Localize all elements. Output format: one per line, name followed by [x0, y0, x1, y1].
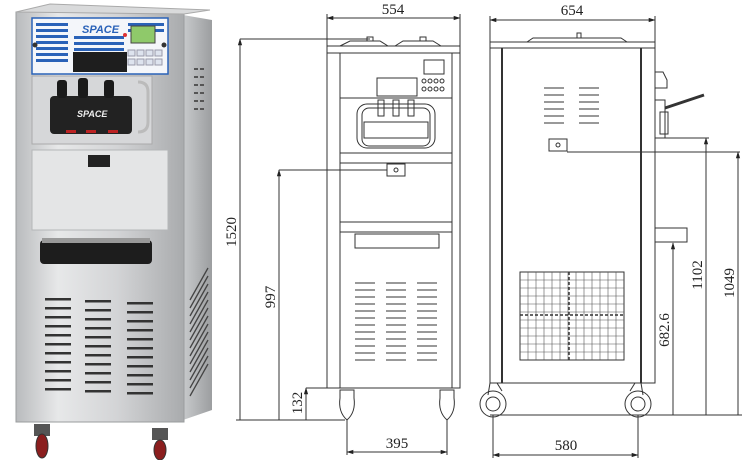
dimension-drawing: 554 1520 997 132 395 654 682.6 1102 1049… — [224, 2, 742, 458]
side-view — [479, 32, 705, 418]
caster-wheels — [34, 424, 168, 460]
dim-front-wheel-span: 395 — [386, 436, 409, 452]
dim-outlet-height: 1049 — [722, 268, 738, 298]
drip-tray — [40, 240, 152, 264]
dim-total-height: 1520 — [224, 217, 240, 247]
dim-tray-height: 682.6 — [657, 313, 673, 347]
head-logo: SPACE — [77, 109, 108, 119]
front-view — [326, 36, 461, 421]
dim-side-wheel-span: 580 — [555, 438, 578, 454]
dim-handle-height: 1102 — [690, 260, 706, 289]
dim-front-width: 554 — [382, 2, 405, 18]
dim-side-depth: 654 — [561, 3, 584, 19]
brand-logo: SPACE — [82, 24, 120, 36]
dim-drip-tray-height: 997 — [263, 285, 279, 308]
machine-photo: SPACE SPACE — [15, 3, 212, 460]
lcd-display — [130, 25, 156, 44]
dim-ground-clearance: 132 — [290, 392, 306, 415]
